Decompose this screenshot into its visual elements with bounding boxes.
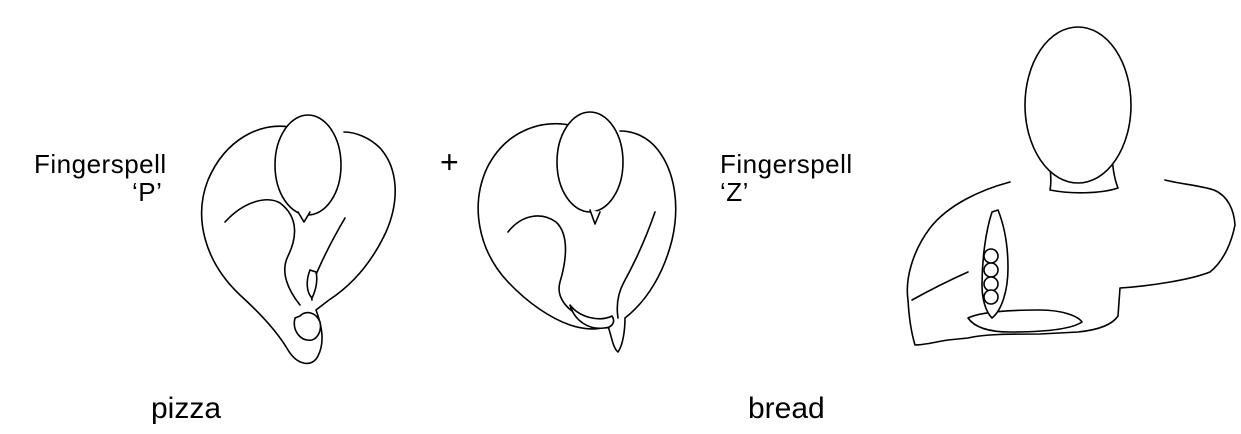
signer-bread-palm: [968, 310, 1082, 332]
word-label-pizza: pizza: [151, 392, 221, 426]
plus-sign: +: [440, 146, 459, 178]
signer-z-head: [557, 112, 623, 212]
fingerspell-p-caption: Fingerspell ‘P’: [34, 150, 194, 206]
signer-bread-knuckle-2: [984, 263, 998, 277]
signer-figure-z: [478, 112, 676, 352]
word-label-bread: bread: [748, 392, 825, 426]
signer-figure-p: [202, 115, 396, 363]
fingerspell-p-letter: ‘P’: [34, 178, 194, 206]
signer-bread-head: [1025, 27, 1131, 183]
signer-bread-knuckle-4: [984, 290, 998, 304]
signer-figure-bread: [907, 27, 1235, 345]
fingerspell-z-letter: ‘Z’: [720, 178, 900, 206]
signer-bread-knuckle-1: [984, 249, 998, 263]
signer-p-head: [275, 115, 341, 215]
fingerspell-p-line1: Fingerspell: [34, 150, 194, 178]
fingerspell-z-caption: Fingerspell ‘Z’: [720, 150, 900, 206]
fingerspell-z-line1: Fingerspell: [720, 150, 900, 178]
signer-bread-knuckle-3: [984, 277, 998, 291]
